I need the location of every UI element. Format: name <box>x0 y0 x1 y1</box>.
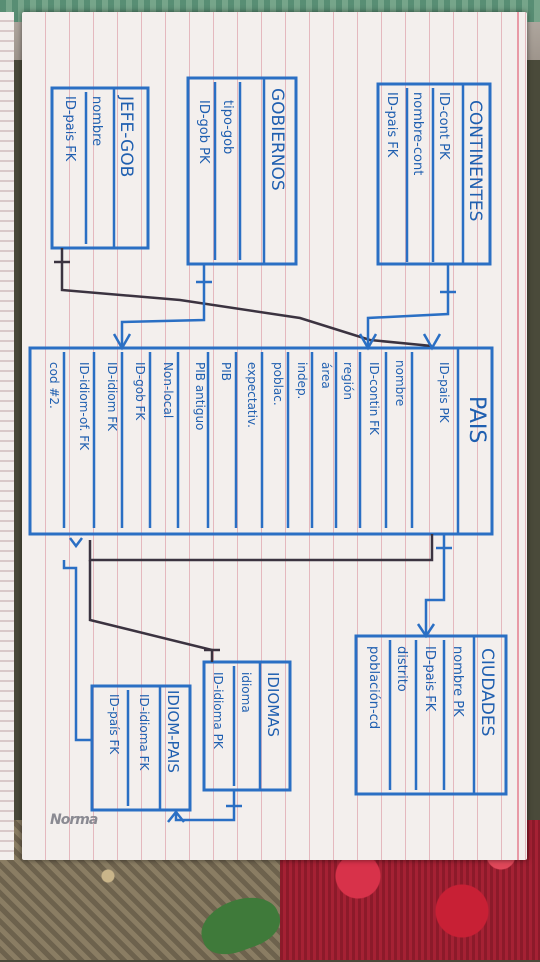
rel-continentes-pais <box>366 264 450 348</box>
pais-attr-12: ID-idiom FK <box>105 362 119 432</box>
pais-attr-5: indep. <box>295 362 309 399</box>
rel-pais-bottom-crowfoot <box>69 537 83 549</box>
pais-box <box>28 346 494 536</box>
entity-pais: PAIS ID-pais PK nombre ID-contin FK regi… <box>28 346 494 536</box>
rel-gobiernos-crowfoot <box>112 333 132 351</box>
idiom-pais-attr-1: ID-país FK <box>107 694 121 755</box>
entity-continentes: CONTINENTES ID-cont PK nombre-cont ID-pa… <box>376 82 492 266</box>
pais-attr-11: ID-gob FK <box>133 362 147 421</box>
pais-attr-0: ID-pais PK <box>437 362 451 424</box>
continentes-attr-2: ID-pais FK <box>384 92 399 158</box>
ciudades-title: CIUDADES <box>477 648 497 736</box>
idiomas-box <box>202 660 292 792</box>
rel-continentes-crowfoot <box>358 333 378 351</box>
idiomas-attr-1: ID-idioma PK <box>211 672 225 750</box>
entity-ciudades: CIUDADES nombre PK ID-pais FK distrito p… <box>354 634 508 796</box>
rel-ciudades-crowfoot <box>416 623 436 639</box>
entity-gobiernos: GOBIERNOS tipo-gob ID-gob PK <box>186 76 298 266</box>
rel-jefe-gob-pais <box>60 248 433 348</box>
entity-idiomas: IDIOMAS idioma ID-idioma PK <box>202 660 292 792</box>
continentes-attr-1: nombre-cont <box>410 92 425 175</box>
gobiernos-attr-0: tipo-gob <box>220 100 235 154</box>
notebook-brand: Norma <box>50 812 98 828</box>
idiom-pais-attr-0: ID-idioma FK <box>137 694 151 771</box>
pais-attr-7: expectativ. <box>245 362 259 428</box>
pais-attr-1: nombre <box>393 360 407 406</box>
ciudades-attr-3: población-cd <box>366 646 381 729</box>
rel-pais-ciudades <box>424 534 446 636</box>
gobiernos-title: GOBIERNOS <box>267 88 287 191</box>
pais-title: PAIS <box>464 396 489 443</box>
ciudades-box <box>354 634 508 796</box>
gobiernos-box <box>186 76 298 266</box>
entity-jefe-gob: JEFE-GOB nombre ID-pais FK <box>50 86 150 250</box>
pais-attr-2: ID-contin FK <box>367 362 381 436</box>
idiom-pais-title: IDIOM-PAIS <box>164 690 182 773</box>
continentes-title: CONTINENTES <box>465 100 485 221</box>
notebook-binding <box>0 12 14 860</box>
idiomas-attr-0: idioma <box>239 672 253 713</box>
ciudades-attr-2: distrito <box>394 646 409 692</box>
rel-idiom-pais-crowfoot <box>167 809 185 823</box>
rel-gobiernos-pais <box>120 264 206 348</box>
jefe-gob-title: JEFE-GOB <box>116 95 136 177</box>
rel-idiomas-idiom-pais <box>174 790 236 822</box>
rel-pais-idiom-dark <box>88 534 434 562</box>
jefe-gob-attr-1: ID-pais FK <box>62 96 77 162</box>
ciudades-attr-1: ID-pais FK <box>422 646 437 712</box>
pais-attr-8: PIB <box>219 362 233 381</box>
ciudades-attr-0: nombre PK <box>450 646 465 717</box>
idiom-pais-box <box>90 684 192 812</box>
pais-attr-3: región <box>341 362 355 400</box>
idiomas-title: IDIOMAS <box>264 672 282 737</box>
jefe-gob-box <box>50 86 150 250</box>
continentes-box <box>376 82 492 266</box>
continentes-attr-0: ID-cont PK <box>436 92 451 160</box>
pais-attr-13: ID-idiom-of. FK <box>77 362 91 451</box>
rel-pais-crowfoot-top <box>422 333 442 351</box>
pais-attr-9: PIB antiguo <box>193 362 207 430</box>
pais-attr-10: Non-local <box>161 362 175 418</box>
gobiernos-attr-1: ID-gob PK <box>196 100 211 164</box>
jefe-gob-attr-0: nombre <box>89 96 104 146</box>
rel-pais-idiom-pais <box>62 560 92 742</box>
pais-attr-14: cod #2. <box>47 362 61 409</box>
pais-attr-4: área <box>319 362 333 389</box>
entity-idiom-pais: IDIOM-PAIS ID-idioma FK ID-país FK <box>90 684 192 812</box>
rel-pais-idiomas-dark <box>88 560 214 662</box>
pais-attr-6: poblac. <box>271 362 285 406</box>
